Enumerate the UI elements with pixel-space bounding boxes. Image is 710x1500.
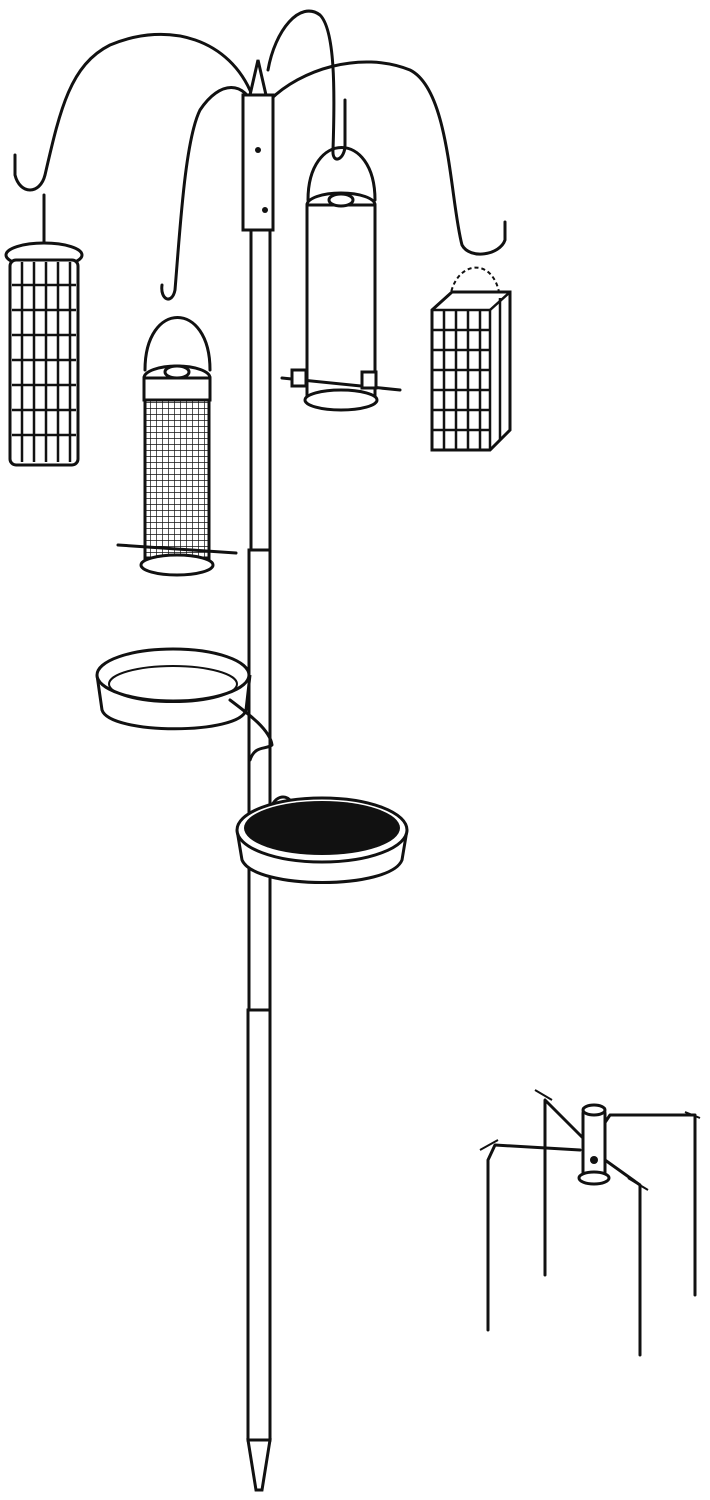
arm-far-right [268,60,507,256]
seed-dish [235,795,409,884]
fat-ball-cage-feeder [4,193,84,467]
pole-section-top [249,228,272,552]
pole-bracket [241,93,275,232]
mesh-peanut-feeder [116,316,238,577]
ground-stand-socket [581,1108,607,1182]
pole-section-bottom [246,1008,272,1442]
arm-far-left [13,32,254,192]
arm-inner-right [266,9,347,161]
pole-ground-spike [246,1438,272,1492]
pole [241,59,275,1492]
arm-inner-left [160,86,257,301]
pole-section-middle [247,548,272,1012]
ground-stand-base [479,1089,701,1357]
pole-finial [248,59,268,97]
seed-tube-feeder [280,146,402,412]
suet-cage-feeder [430,266,512,452]
water-tray [95,647,274,762]
hanging-arms [13,9,507,301]
